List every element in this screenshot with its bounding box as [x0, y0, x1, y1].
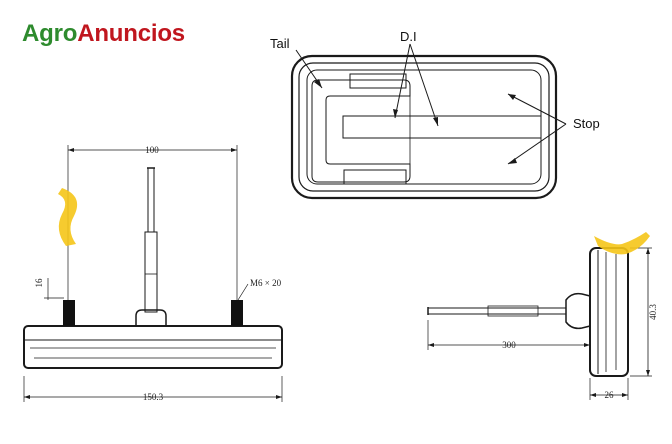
tail-label: Tail [270, 36, 290, 51]
di-label: D.I [400, 29, 417, 44]
bolt-leader [237, 283, 249, 301]
cable-grommet [135, 309, 167, 326]
mounting-bolt-right [231, 300, 243, 326]
bolt-spec-text: M6 × 20 [250, 278, 282, 288]
callout-leaders [295, 43, 567, 165]
lens-area [306, 69, 542, 185]
lamp-inner-frame [298, 62, 550, 192]
dim-16-text: 16 [34, 278, 44, 288]
agroanuncios-logo: AgroAnuncios [22, 20, 185, 48]
side-cable-sheath [487, 305, 539, 317]
logo-anuncios: Anuncios [77, 20, 185, 47]
tail-light-segment [311, 79, 411, 183]
side-housing [589, 247, 629, 377]
dim-arrowheads-left [24, 148, 282, 399]
cable-sheath [144, 231, 158, 313]
stop-leader-bottom [507, 123, 567, 165]
logo-agro: Agro [22, 20, 78, 47]
housing-body [23, 325, 283, 369]
dim-40-text: 40.3 [648, 304, 658, 320]
di-leader [409, 43, 439, 127]
lamp-outer-frame [290, 54, 558, 200]
mounting-bolt-left [63, 300, 75, 326]
dim-100-text: 100 [145, 145, 159, 155]
dim-arrowheads-right [428, 248, 650, 397]
yellow-highlight-right [594, 232, 650, 255]
side-grommet [565, 292, 591, 330]
tail-top-reflector [349, 73, 407, 89]
tail-bottom-reflector [343, 169, 407, 185]
callout-arrowheads [314, 79, 517, 164]
stop-label: Stop [573, 116, 600, 131]
indicator-bar [342, 115, 542, 139]
lamp-side-view [427, 247, 652, 400]
yellow-highlight-left [58, 188, 78, 246]
stop-leader-top [507, 93, 567, 125]
dim-26-text: 26 [605, 390, 615, 400]
di-leader-2 [394, 43, 411, 119]
lamp-bottom-view [23, 145, 283, 402]
lamp-front-view [290, 54, 558, 200]
dim-300-text: 300 [502, 340, 516, 350]
dim-150-text: 150.3 [143, 392, 164, 402]
